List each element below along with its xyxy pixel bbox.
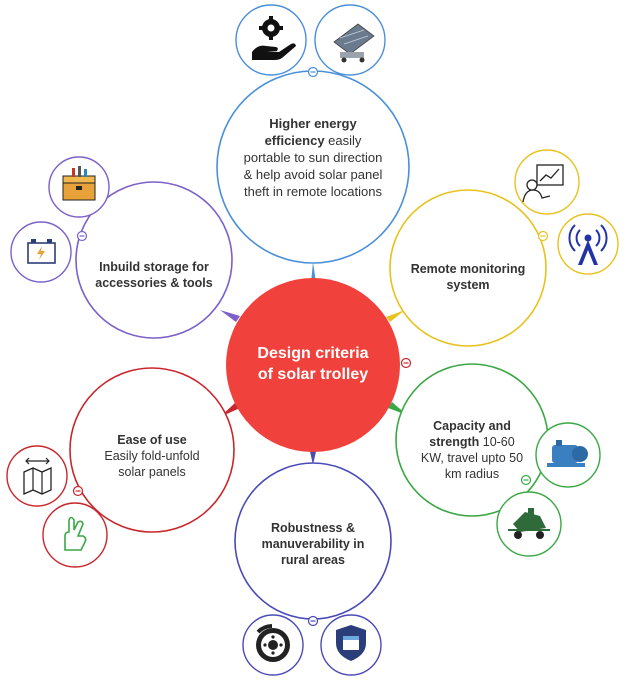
node-lower-right-label: Capacity and strength 10-60 KW, travel u… bbox=[418, 418, 526, 482]
node-right-label: Remote monitoring system bbox=[410, 261, 526, 293]
node-lower-left-circle bbox=[69, 367, 235, 533]
center-title-line2: of solar trolley bbox=[257, 366, 369, 383]
node-lower-right-bold: Capacity and strength bbox=[429, 419, 511, 449]
node-left-label: Inbuild storage for accessories & tools bbox=[90, 259, 218, 291]
hand-gear-icon bbox=[235, 4, 307, 76]
farm-machine-icon bbox=[496, 491, 562, 557]
node-lower-left-text: Easily fold-unfold solar panels bbox=[104, 449, 200, 479]
node-right-circle bbox=[389, 189, 547, 347]
node-right-bold: Remote monitoring system bbox=[410, 262, 526, 292]
node-top-label: Higher energy efficiency easily portable… bbox=[240, 115, 386, 200]
signal-tower-icon bbox=[557, 213, 619, 275]
node-lower-right-text: 10-60 KW, travel upto 50 km radius bbox=[420, 435, 524, 481]
center-title: Design criteria of solar trolley bbox=[245, 343, 381, 385]
shield-box-icon bbox=[320, 614, 382, 676]
center-circle bbox=[226, 278, 400, 452]
monitoring-person-icon bbox=[514, 149, 580, 215]
node-left-bold: Inbuild storage for accessories & tools bbox=[95, 260, 213, 290]
toolbox-icon bbox=[48, 156, 110, 218]
water-pump-icon bbox=[535, 422, 601, 488]
node-top-bold: Higher energy efficiency bbox=[264, 116, 357, 148]
node-lower-left-label: Ease of use Easily fold-unfold solar pan… bbox=[95, 432, 209, 480]
node-left-circle bbox=[75, 181, 233, 339]
center-title-line1: Design criteria bbox=[257, 345, 369, 362]
brake-disc-icon bbox=[242, 614, 304, 676]
solar-trolley-photo-icon bbox=[314, 4, 386, 76]
node-lower-left-bold: Ease of use bbox=[117, 433, 187, 447]
crossed-fingers-icon bbox=[42, 502, 108, 568]
battery-icon bbox=[10, 221, 72, 283]
connector-top bbox=[311, 262, 316, 283]
node-top-text: easily portable to sun direction & help … bbox=[243, 133, 383, 199]
node-bottom-bold: Robustness & manuverability in rural are… bbox=[261, 521, 365, 567]
collapse-markers bbox=[72, 66, 549, 627]
connector-left bbox=[220, 310, 240, 322]
node-bottom-label: Robustness & manuverability in rural are… bbox=[257, 520, 369, 568]
folding-map-icon bbox=[6, 445, 68, 507]
connector-right bbox=[386, 310, 405, 322]
